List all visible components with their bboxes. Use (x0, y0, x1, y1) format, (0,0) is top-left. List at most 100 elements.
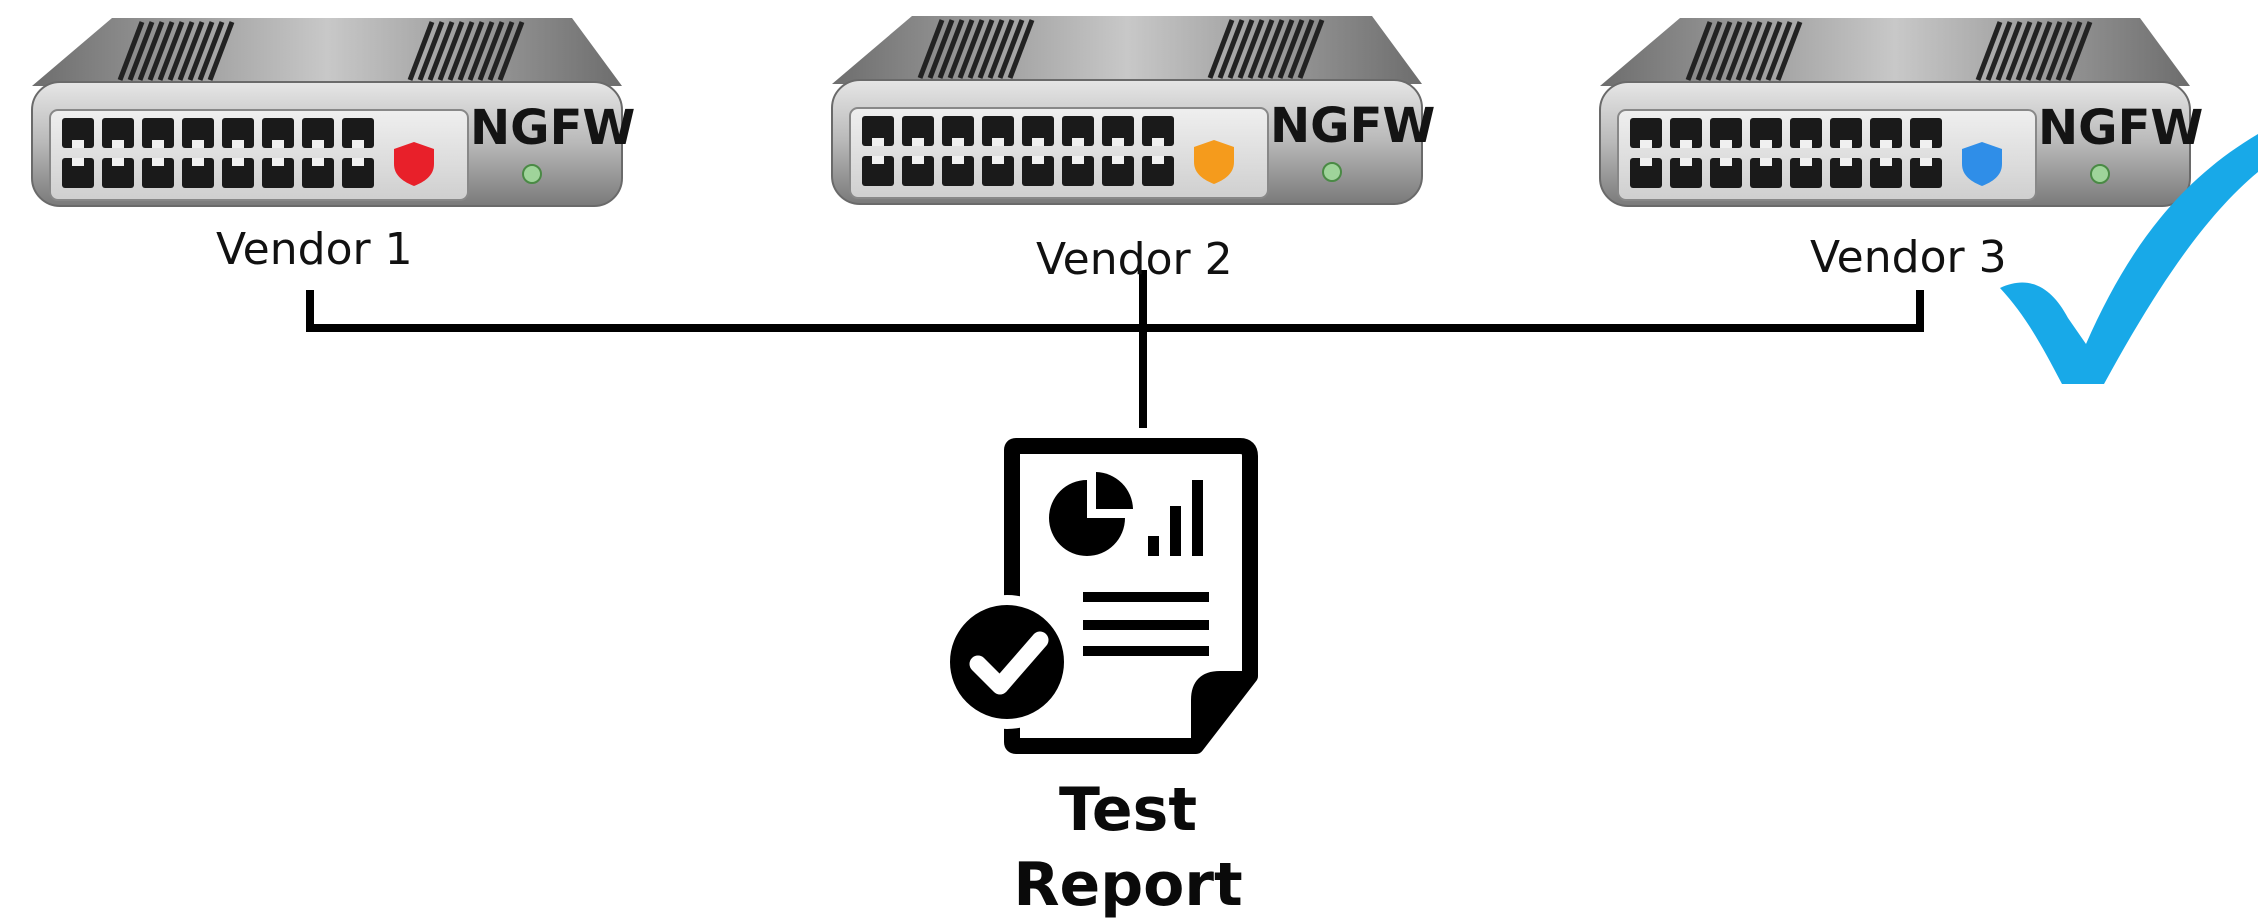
vent-slot (167, 21, 195, 81)
network-port (1790, 158, 1822, 188)
network-port (1830, 118, 1862, 148)
firewall-device-icon: NGFW (1599, 18, 2203, 207)
port-notch (1112, 138, 1124, 146)
port-notch (272, 158, 284, 166)
vent-slot (497, 21, 525, 81)
port-notch (1720, 140, 1732, 148)
network-port (222, 158, 254, 188)
shield-icon (394, 142, 434, 186)
firewall-device-vendor-3: NGFW Vendor 3 (1599, 18, 2203, 283)
vent-slot (1287, 19, 1315, 79)
port-notch (1800, 140, 1812, 148)
network-port (1870, 118, 1902, 148)
vent-slot (157, 21, 185, 81)
vent-slot (2015, 21, 2043, 81)
vendor-label: Vendor 3 (1810, 232, 2007, 283)
shield-icon (1194, 140, 1234, 184)
vendor-label: Vendor 1 (216, 224, 413, 275)
text-lines-icon (1083, 592, 1209, 656)
port-notch (1840, 158, 1852, 166)
port-notch (1152, 138, 1164, 146)
vent-slot (407, 21, 435, 81)
vent-slot (417, 21, 445, 81)
network-port (1102, 156, 1134, 186)
vent-slot (1237, 19, 1265, 79)
network-port (142, 118, 174, 148)
network-port (942, 116, 974, 146)
vent-slot (1755, 21, 1783, 81)
port-notch (112, 158, 124, 166)
vent-slot (1995, 21, 2023, 81)
vent-slot (1715, 21, 1743, 81)
network-port (1142, 156, 1174, 186)
port-notch (1640, 158, 1652, 166)
vent-slot (1217, 19, 1245, 79)
vent-slot (2035, 21, 2063, 81)
firewall-device-vendor-2: NGFW Vendor 2 (831, 16, 1435, 285)
vent-slot (957, 19, 985, 79)
port-notch (1800, 158, 1812, 166)
port-notch (992, 138, 1004, 146)
vent-slot (1975, 21, 2003, 81)
network-port (1630, 158, 1662, 188)
vent-slot (2005, 21, 2033, 81)
report-title: Test Report (1013, 775, 1242, 920)
vent-slot (1735, 21, 1763, 81)
vent-slot (427, 21, 455, 81)
port-notch (1032, 138, 1044, 146)
port-notch (312, 140, 324, 148)
port-notch (152, 140, 164, 148)
network-port (1142, 116, 1174, 146)
network-port (342, 118, 374, 148)
network-port (1750, 118, 1782, 148)
vent-slot (917, 19, 945, 79)
port-notch (872, 156, 884, 164)
vent-slot (927, 19, 955, 79)
network-port (142, 158, 174, 188)
vent-slot (1685, 21, 1713, 81)
network-port (222, 118, 254, 148)
vent-slot (457, 21, 485, 81)
network-port (1910, 118, 1942, 148)
network-port (1830, 158, 1862, 188)
vent-slot (437, 21, 465, 81)
port-notch (192, 140, 204, 148)
vent-slot (1695, 21, 1723, 81)
vent-slot (987, 19, 1015, 79)
vent-slot (2025, 21, 2053, 81)
port-notch (1640, 140, 1652, 148)
port-notch (1072, 138, 1084, 146)
port-notch (272, 140, 284, 148)
vent-slot (1765, 21, 1793, 81)
check-circle-icon (940, 595, 1074, 729)
port-notch (992, 156, 1004, 164)
network-port (1910, 158, 1942, 188)
port-notch (232, 158, 244, 166)
network-port (262, 158, 294, 188)
vent-slot (1775, 21, 1803, 81)
port-notch (1840, 140, 1852, 148)
port-notch (912, 138, 924, 146)
port-notch (1152, 156, 1164, 164)
report-title-line-1: Test (1059, 775, 1197, 845)
port-notch (1880, 158, 1892, 166)
network-port (1750, 158, 1782, 188)
vent-slot (1227, 19, 1255, 79)
port-notch (1920, 140, 1932, 148)
vent-slot (937, 19, 965, 79)
port-notch (1112, 156, 1124, 164)
vent-slot (447, 21, 475, 81)
vent-slot (2065, 21, 2093, 81)
bar-chart-icon (1148, 480, 1203, 556)
network-port (982, 116, 1014, 146)
port-notch (872, 138, 884, 146)
vent-slot (1267, 19, 1295, 79)
vent-slot (1725, 21, 1753, 81)
port-notch (112, 140, 124, 148)
vent-slot (1257, 19, 1285, 79)
port-notch (1760, 158, 1772, 166)
network-port (102, 118, 134, 148)
vent-slot (2045, 21, 2073, 81)
port-notch (352, 158, 364, 166)
network-port (862, 156, 894, 186)
